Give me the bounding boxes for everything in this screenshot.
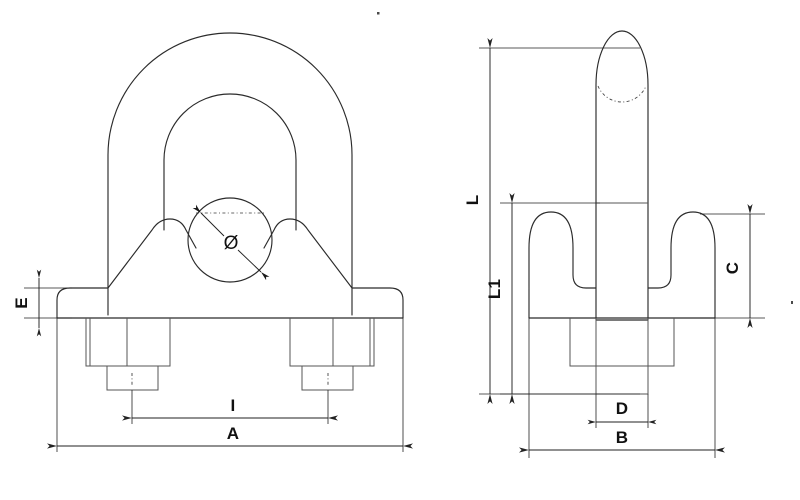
dimension-D: D (587, 394, 657, 428)
side-thread-stub (595, 366, 649, 395)
u-bolt-leg-outline (595, 30, 649, 321)
dimension-B: B (519, 318, 725, 458)
bolt-nut-side (569, 318, 675, 395)
phi-arrow-upper (192, 204, 225, 237)
bore-circle-outline (187, 197, 273, 283)
front-view: Ø (12, 32, 413, 452)
artifact-speck-top (377, 12, 380, 15)
dimension-A: A (47, 318, 413, 452)
bolt-nut-right-front (289, 318, 375, 424)
u-bolt-outer-profile (107, 32, 353, 316)
dimension-label-I: I (231, 396, 236, 415)
side-nut-body (569, 318, 675, 367)
saddle-body-side (528, 211, 716, 319)
right-thread-stub (301, 366, 354, 391)
dimension-label-B: B (616, 428, 628, 447)
rope-bore-circle (187, 197, 273, 283)
u-bolt-inner-profile (163, 93, 297, 231)
dimension-label-A: A (227, 424, 239, 443)
phi-arrow-lower (237, 249, 270, 281)
u-bolt-front (107, 32, 353, 316)
dimension-C: C (700, 204, 765, 328)
diameter-leader (192, 204, 270, 281)
dimension-label-D: D (616, 399, 628, 418)
dimension-E: E (12, 269, 72, 337)
left-nut-body (85, 318, 171, 367)
dimension-label-E: E (12, 297, 31, 309)
dimension-L: L (463, 38, 640, 404)
bolt-nut-left-front (85, 318, 171, 424)
dimension-label-L1: L1 (485, 279, 504, 299)
u-bolt-leg-side (595, 30, 649, 321)
dimension-L1: L1 (485, 193, 600, 404)
left-thread-stub (106, 366, 159, 391)
dimension-label-diameter: Ø (224, 233, 239, 254)
saddle-body-front (56, 218, 404, 319)
saddle-outline-side (528, 211, 716, 319)
dimension-I: I (122, 396, 338, 421)
dimension-label-L: L (463, 195, 482, 206)
right-nut-body (289, 318, 375, 367)
dimension-label-C: C (723, 262, 742, 274)
artifact-speck-right (791, 301, 793, 304)
side-view: L L1 C D (463, 30, 765, 458)
saddle-outline-front (56, 218, 404, 319)
leg-top-ellipse-lower-arc (597, 85, 647, 103)
